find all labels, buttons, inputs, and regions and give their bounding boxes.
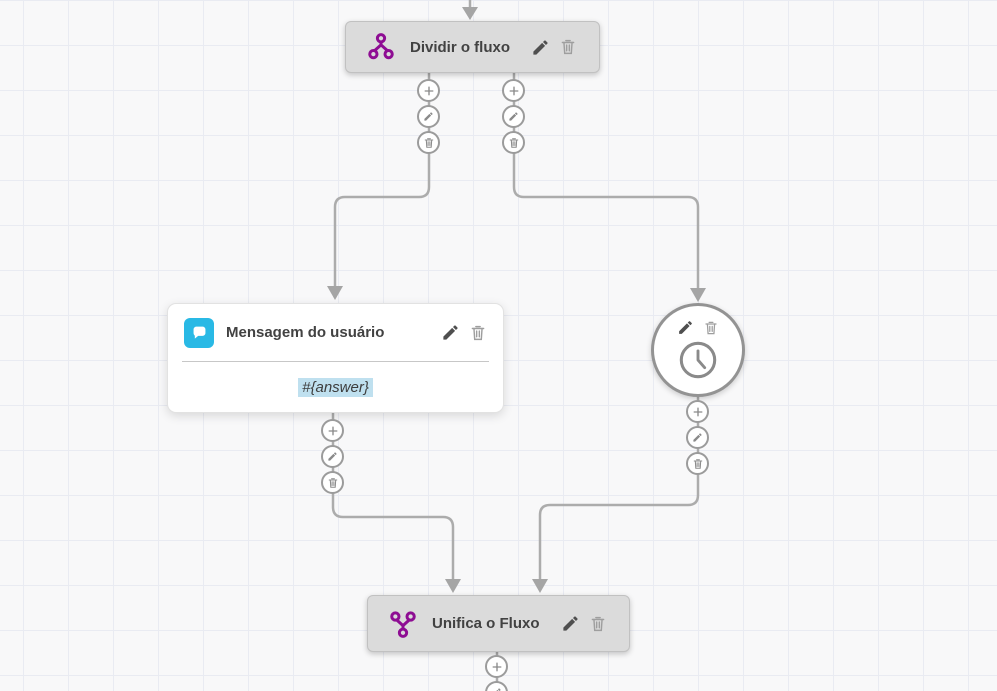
delete-node-button[interactable]: [469, 324, 487, 342]
delete-node-button[interactable]: [703, 320, 719, 336]
card-divider: [182, 361, 489, 362]
node-user-message[interactable]: Mensagem do usuário #{answer}: [167, 303, 504, 413]
pencil-icon: [677, 319, 694, 336]
pencil-icon: [508, 111, 519, 122]
pencil-icon: [441, 323, 460, 342]
port-column-message: [321, 419, 344, 494]
merge-flow-icon: [388, 609, 418, 639]
trash-icon: [559, 38, 577, 56]
port-column-timer: [686, 400, 709, 475]
trash-icon: [589, 615, 607, 633]
edit-node-button[interactable]: [677, 319, 694, 336]
trash-icon: [423, 137, 435, 149]
node-merge-flow[interactable]: Unifica o Fluxo: [367, 595, 630, 652]
add-node-button[interactable]: [502, 79, 525, 102]
pencil-icon: [561, 614, 580, 633]
plus-icon: [422, 84, 436, 98]
port-column-merge: [485, 655, 508, 691]
pencil-icon: [692, 432, 703, 443]
plus-icon: [507, 84, 521, 98]
delete-node-button[interactable]: [589, 615, 607, 633]
trash-icon: [703, 320, 719, 336]
pencil-icon: [423, 111, 434, 122]
pencil-icon: [531, 38, 550, 57]
edit-connection-button[interactable]: [417, 105, 440, 128]
add-node-button[interactable]: [321, 419, 344, 442]
node-timer[interactable]: [651, 303, 745, 397]
add-node-button[interactable]: [686, 400, 709, 423]
delete-connection-button[interactable]: [502, 131, 525, 154]
pencil-icon: [491, 687, 502, 691]
add-node-button[interactable]: [485, 655, 508, 678]
delete-connection-button[interactable]: [417, 131, 440, 154]
card-header: Mensagem do usuário: [168, 304, 503, 361]
variable-chip: #{answer}: [298, 377, 373, 397]
add-node-button[interactable]: [417, 79, 440, 102]
edit-connection-button[interactable]: [321, 445, 344, 468]
node-actions: [677, 319, 719, 336]
edit-connection-button[interactable]: [485, 681, 508, 691]
trash-icon: [469, 324, 487, 342]
node-split-flow[interactable]: Dividir o fluxo: [345, 21, 600, 73]
edit-node-button[interactable]: [531, 38, 550, 57]
pencil-icon: [327, 451, 338, 462]
edit-node-button[interactable]: [441, 323, 460, 342]
split-flow-icon: [366, 32, 396, 62]
node-title: Mensagem do usuário: [226, 324, 385, 341]
plus-icon: [691, 405, 705, 419]
port-column-split-left: [417, 79, 440, 154]
edit-connection-button[interactable]: [502, 105, 525, 128]
delete-node-button[interactable]: [559, 38, 577, 56]
node-title: Dividir o fluxo: [410, 38, 511, 56]
port-column-split-right: [502, 79, 525, 154]
trash-icon: [692, 458, 704, 470]
node-title: Unifica o Fluxo: [432, 615, 540, 632]
card-body: #{answer}: [168, 362, 503, 412]
clock-icon: [677, 339, 719, 381]
edit-connection-button[interactable]: [686, 426, 709, 449]
trash-icon: [508, 137, 520, 149]
edit-node-button[interactable]: [561, 614, 580, 633]
plus-icon: [490, 660, 504, 674]
trash-icon: [327, 477, 339, 489]
delete-connection-button[interactable]: [321, 471, 344, 494]
chat-bubble-icon: [184, 317, 214, 348]
delete-connection-button[interactable]: [686, 452, 709, 475]
plus-icon: [326, 424, 340, 438]
